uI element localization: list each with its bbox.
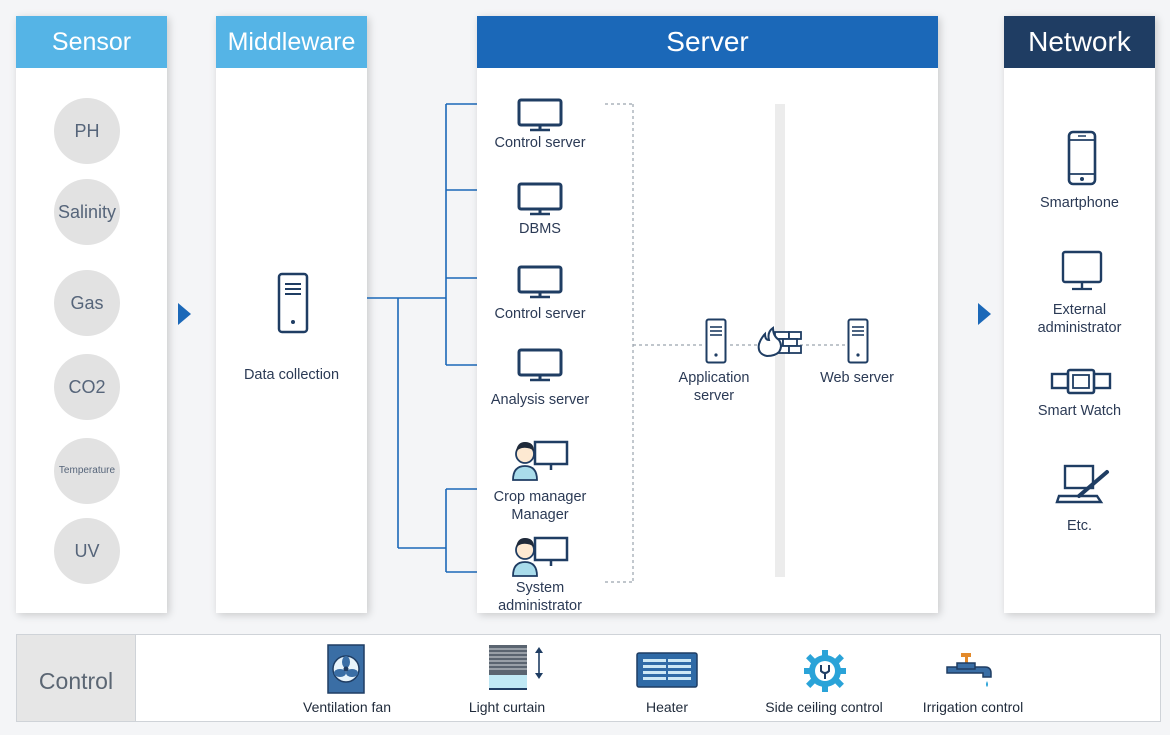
laptop-pen-icon xyxy=(1055,464,1109,504)
heater-label: Heater xyxy=(645,699,689,715)
crop-manager-person-icon xyxy=(512,440,569,481)
ventilation-fan-icon xyxy=(327,644,365,694)
server-header: Server xyxy=(477,16,938,68)
light-curtain-icon xyxy=(489,645,543,690)
sensor-column: Sensor PH Salinity Gas CO2 Temperature U… xyxy=(16,16,167,613)
analysis-server-label: Analysis server xyxy=(490,392,590,408)
smartphone-label: Smartphone xyxy=(1040,195,1119,211)
application-server-icon xyxy=(705,318,727,364)
server-column: Server Control server DBMS Control serve… xyxy=(477,16,938,614)
network-column: Network Smartphone External administrato… xyxy=(1004,16,1155,613)
sensor-gas: Gas xyxy=(54,270,120,336)
system-administrator-label-line2: administrator xyxy=(498,598,582,614)
sensor-salinity: Salinity xyxy=(54,179,120,245)
side-ceiling-control-gear-icon xyxy=(804,650,846,692)
control-server-2-label: Control server xyxy=(494,306,586,322)
side-ceiling-control-label: Side ceiling control xyxy=(765,699,883,715)
control-bar: Control Ventilation fan Light curtain xyxy=(16,634,1161,722)
application-server-label-line2: server xyxy=(693,388,735,404)
analysis-server-monitor-icon xyxy=(517,348,563,382)
ventilation-fan-label: Ventilation fan xyxy=(303,699,391,715)
smart-watch-label: Smart Watch xyxy=(1037,403,1122,419)
sensor-header: Sensor xyxy=(16,16,167,68)
crop-manager-label-line1: Crop manager xyxy=(493,489,587,505)
irrigation-control-label: Irrigation control xyxy=(922,699,1024,715)
sensor-ph: PH xyxy=(54,98,120,164)
dbms-label: DBMS xyxy=(519,221,561,237)
firewall-icon xyxy=(757,326,802,358)
smartphone-icon xyxy=(1067,130,1097,186)
data-collection-server-icon xyxy=(277,272,309,334)
etc-label: Etc. xyxy=(1067,518,1092,534)
light-curtain-label: Light curtain xyxy=(468,699,546,715)
web-server-label: Web server xyxy=(820,370,894,386)
arrow-right-icon xyxy=(978,303,991,325)
irrigation-faucet-icon xyxy=(946,653,992,687)
sensor-uv: UV xyxy=(54,518,120,584)
control-label: Control xyxy=(17,635,136,721)
application-server-label-line1: Application xyxy=(678,370,750,386)
network-header: Network xyxy=(1004,16,1155,68)
external-administrator-label-line2: administrator xyxy=(1037,320,1122,336)
control-server-monitor-icon xyxy=(517,98,563,132)
external-administrator-monitor-icon xyxy=(1061,250,1103,291)
arrow-right-icon xyxy=(178,303,191,325)
crop-manager-label-line2: Manager xyxy=(511,507,569,523)
dbms-monitor-icon xyxy=(517,182,563,216)
sensor-co2: CO2 xyxy=(54,354,120,420)
data-collection-label: Data collection xyxy=(243,367,340,383)
dashed-bracket xyxy=(605,103,847,583)
middleware-header: Middleware xyxy=(216,16,367,68)
smart-watch-icon xyxy=(1050,368,1112,395)
control-server-label: Control server xyxy=(494,135,586,151)
control-server-2-monitor-icon xyxy=(517,265,563,299)
sensor-temperature: Temperature xyxy=(54,438,120,504)
external-administrator-label-line1: External xyxy=(1052,302,1107,318)
system-administrator-label-line1: System xyxy=(515,580,565,596)
middleware-column: Middleware Data collection xyxy=(216,16,367,613)
heater-icon xyxy=(636,652,698,688)
web-server-icon xyxy=(847,318,869,364)
system-administrator-person-icon xyxy=(512,536,569,577)
